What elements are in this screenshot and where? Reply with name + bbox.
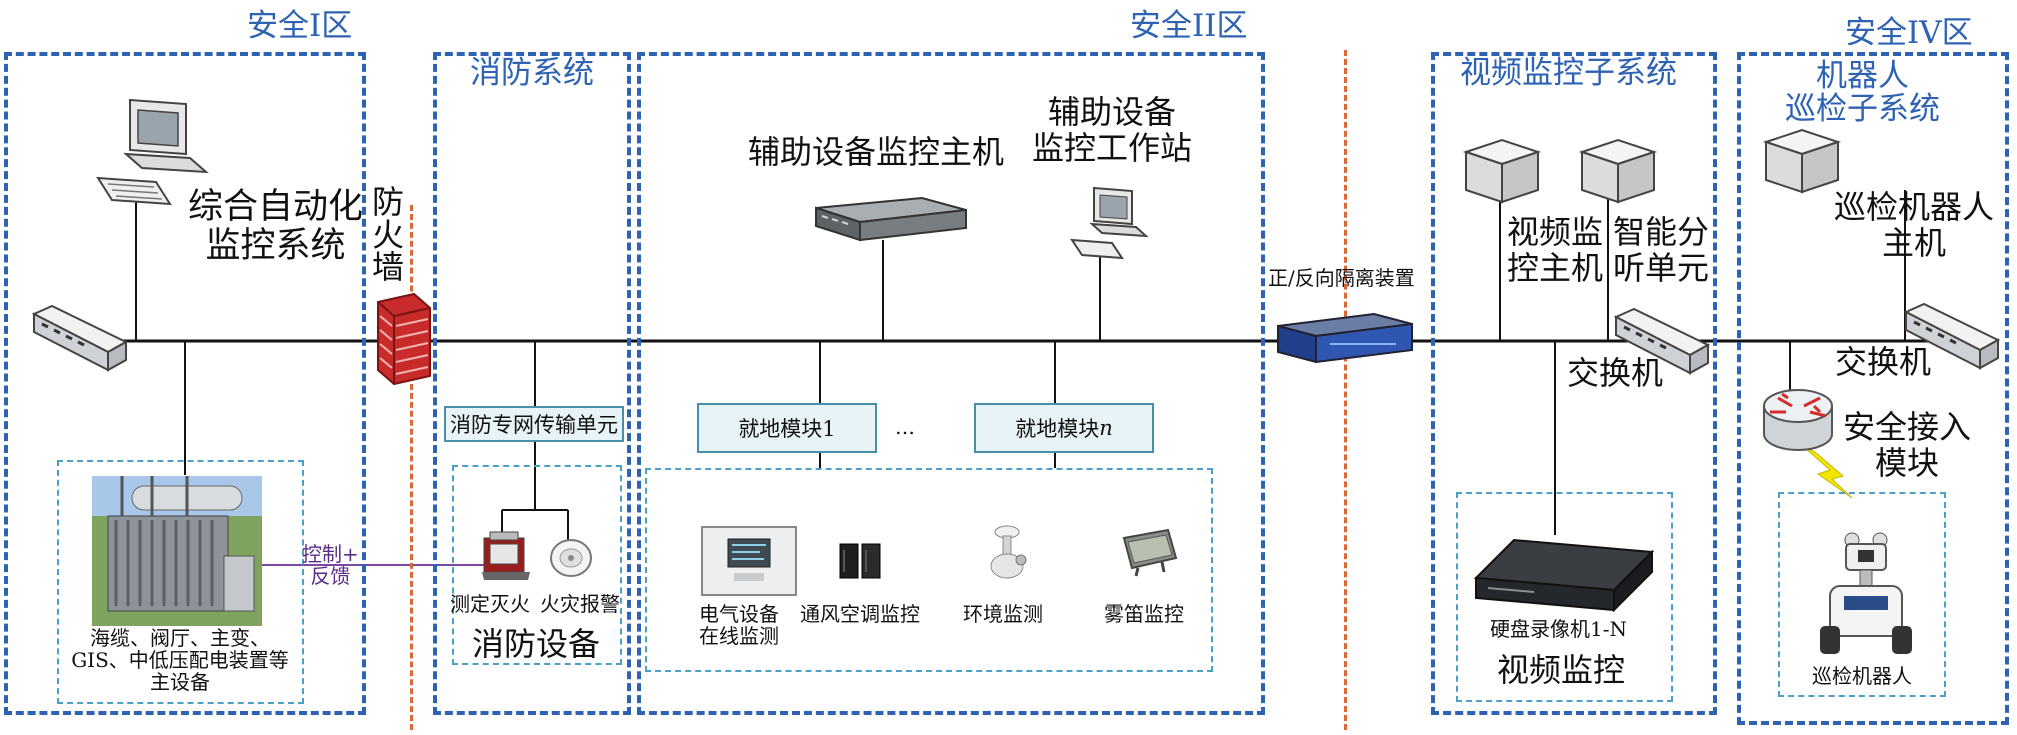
router-icon [1763,389,1833,451]
smoke-detector-icon [550,539,592,577]
server-host-icon [815,196,967,242]
fire-equipment-box [452,465,622,665]
fog-horn-label: 雾笛监控 [1104,602,1184,626]
video-host-server-icon [1462,138,1542,204]
zone-safety-1-title: 安全I区 [247,8,353,44]
switch-icon-video [1613,307,1711,375]
aux-host-label: 辅助设备监控主机 [748,133,1005,171]
zone-safety-2 [637,52,1265,715]
zone-video-subsystem [1431,52,1717,715]
environment-sensor-icon [990,525,1027,579]
separator-firewall [410,205,413,730]
robot-label: 巡检机器人 [1812,664,1912,688]
switch-robot-label: 交换机 [1835,343,1932,381]
field-module-1: 就地模块1 [697,403,877,453]
secure-access-label: 安全接入 模块 [1843,408,1972,482]
separator-isolation [1344,50,1347,730]
robot-subsystem-title: 机器人 巡检子系统 [1785,58,1940,127]
transformer-image [92,476,262,626]
zone-safety-2-title: 安全II区 [1130,8,1248,44]
robot-host-server-icon [1762,128,1842,194]
field-devices-box [645,468,1213,672]
zone-safety-4-title: 安全IV区 [1845,15,1973,51]
switch-icon-robot [1903,302,2001,370]
zone-safety-4 [1737,52,2009,725]
video-monitor-box [1456,492,1673,702]
robot-box [1778,492,1946,697]
fire-extinguish-label: 测定灭火 [450,592,530,616]
hvac-monitor-icon [839,543,881,579]
smart-unit-server-icon [1578,138,1658,204]
firewall-icon [377,292,431,386]
aux-workstation-label: 辅助设备 监控工作站 [1032,93,1193,167]
zone-fire-system-title: 消防系统 [470,55,594,91]
isolation-device-icon [1277,312,1413,364]
auto-system-label: 综合自动化 监控系统 [188,187,364,267]
zone-safety-1 [4,52,366,715]
fog-horn-icon [1122,528,1178,577]
module-n-prefix: 就地模块 [1015,417,1100,441]
fire-alarm-label: 火灾报警 [540,592,620,616]
computer-icon [96,98,209,206]
fire-equipment-label: 消防设备 [472,625,601,663]
workstation-icon [1070,186,1149,260]
fire-transmission-unit: 消防专网传输单元 [444,406,624,442]
module-n-suffix: n [1099,416,1113,440]
fire-extinguisher-icon [482,531,530,580]
zone-fire-system [433,52,631,715]
switch-icon-zone1 [31,304,129,372]
control-feedback-label: 控制+ 反馈 [302,542,359,589]
main-equipment-box [57,460,304,704]
video-host-label: 视频监 控主机 [1507,213,1604,287]
electrical-monitor-icon [701,526,797,596]
video-monitor-label: 视频监控 [1497,651,1626,689]
main-equipment-label: 海缆、阀厅、主变、 GIS、中低压配电装置等 主设备 [71,626,289,694]
wireless-bolt-icon [1803,446,1853,499]
environment-monitor-label: 环境监测 [963,602,1043,626]
smart-unit-label: 智能分 听单元 [1613,213,1710,287]
inspection-robot-icon [1820,532,1912,654]
module-ellipsis: … [895,415,915,439]
robot-host-label: 巡检机器人 主机 [1834,188,1995,262]
switch-video-label: 交换机 [1567,354,1664,392]
hvac-monitor-label: 通风空调监控 [800,602,920,626]
nvr-icon [1474,538,1654,613]
electrical-monitor-label: 电气设备 在线监测 [699,602,779,649]
zone-video-subsystem-title: 视频监控子系统 [1460,55,1677,91]
isolation-device-label: 正/反向隔离装置 [1268,266,1415,290]
firewall-label: 防 火 墙 [372,183,405,287]
nvr-label: 硬盘录像机1-N [1490,617,1627,641]
